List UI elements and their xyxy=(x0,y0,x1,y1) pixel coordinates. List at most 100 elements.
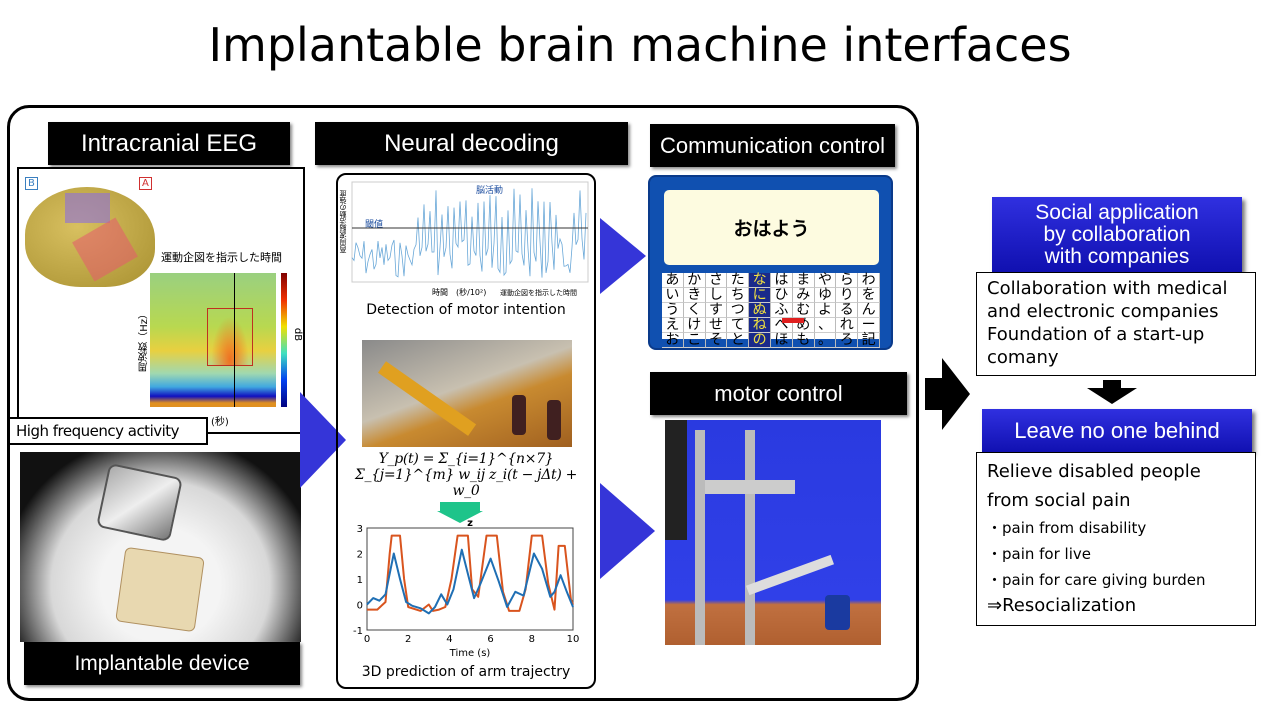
kana-key[interactable]: う xyxy=(662,303,684,318)
kana-key[interactable]: え xyxy=(662,318,684,333)
caption-motor-intention: Detection of motor intention xyxy=(366,302,566,318)
kana-key[interactable]: ま xyxy=(792,273,815,288)
kana-key[interactable]: 。 xyxy=(814,333,837,348)
kana-key[interactable]: の xyxy=(749,333,771,348)
kana-key[interactable]: ん xyxy=(858,303,880,318)
spectrogram xyxy=(150,273,276,407)
chart1-legend: 脳活動 xyxy=(476,186,504,196)
kana-key[interactable]: る xyxy=(836,303,859,318)
arrow-right-icon xyxy=(600,483,655,579)
kana-key[interactable]: ろ xyxy=(836,333,859,348)
kana-key[interactable]: み xyxy=(792,288,815,303)
cursor-arrow-icon xyxy=(782,318,804,323)
kana-key[interactable]: 記 xyxy=(858,333,880,348)
kana-key[interactable]: ひ xyxy=(770,288,793,303)
leave-no-one-behind-header: Leave no one behind xyxy=(982,409,1252,453)
lead-text: Relieve disabled people from social pain xyxy=(987,461,1201,511)
brain-image xyxy=(25,187,155,287)
kana-key[interactable]: む xyxy=(792,303,815,318)
kana-key[interactable]: さ xyxy=(705,273,728,288)
bullet-item: ・pain for live xyxy=(987,545,1091,563)
bullet-item: ・pain for care giving burden xyxy=(987,571,1206,589)
kana-key[interactable]: す xyxy=(705,303,728,318)
decoding-formula: Y_p(t) = Σ_{i=1}^{n×7} Σ_{j=1}^{m} w_ij … xyxy=(354,451,578,499)
y-tick-label: -1 xyxy=(353,626,363,637)
kana-key[interactable]: つ xyxy=(727,303,750,318)
x-axis-label: Time (s) xyxy=(449,648,491,659)
conclusion-text: ⇒Resocialization xyxy=(987,595,1137,616)
kana-key[interactable]: ね xyxy=(749,318,771,333)
chart1-ylabel: 高周波脳活動の強度 xyxy=(339,190,347,253)
intracranial-eeg-label: Intracranial EEG xyxy=(48,122,290,165)
kana-key[interactable]: い xyxy=(662,288,684,303)
kana-key[interactable]: を xyxy=(858,288,880,303)
x-tick-label: 10 xyxy=(567,634,580,645)
kana-key[interactable]: り xyxy=(836,288,859,303)
kana-key[interactable]: や xyxy=(814,273,837,288)
header-line: with companies xyxy=(1044,244,1190,268)
brain-label-a: A xyxy=(139,177,152,190)
robot-arm-simulation-image xyxy=(362,340,572,447)
neural-decoding-label: Neural decoding xyxy=(315,122,628,165)
kana-key[interactable]: た xyxy=(727,273,750,288)
kana-key[interactable]: ゆ xyxy=(814,288,837,303)
kana-key[interactable]: と xyxy=(727,333,750,348)
kana-key[interactable]: ち xyxy=(727,288,750,303)
kana-key[interactable]: く xyxy=(683,303,706,318)
chart1-threshold-label: 閾値 xyxy=(365,220,384,230)
kana-key[interactable]: わ xyxy=(858,273,880,288)
communication-panel: おはよう あかさたなはまやらわいきしちにひみゆりをうくすつぬふむよるんえけせてね… xyxy=(648,175,893,350)
brain-label-b: B xyxy=(25,177,38,190)
down-arrow-icon xyxy=(1087,388,1137,404)
kana-key[interactable]: れ xyxy=(836,318,859,333)
series-line-actual xyxy=(367,534,574,612)
series-line-predicted xyxy=(366,548,574,615)
kana-key[interactable]: ぬ xyxy=(749,303,771,318)
implantable-device-label: Implantable device xyxy=(24,642,300,685)
arrow-right-icon xyxy=(925,378,943,410)
colorbar-label: dB xyxy=(292,327,304,342)
colorbar xyxy=(281,273,287,407)
y-tick-label: 0 xyxy=(357,601,363,612)
kana-key[interactable]: よ xyxy=(814,303,837,318)
kana-key[interactable]: あ xyxy=(662,273,684,288)
kana-key[interactable]: き xyxy=(683,288,706,303)
y-tick-label: 3 xyxy=(357,524,363,535)
kana-key[interactable]: ー xyxy=(858,318,880,333)
kana-key[interactable]: こ xyxy=(683,333,706,348)
x-tick-label: 8 xyxy=(529,634,535,645)
header-line: Social application xyxy=(1035,200,1199,224)
arrow-right-icon xyxy=(600,218,646,294)
x-tick-label: 6 xyxy=(487,634,493,645)
down-arrow-icon xyxy=(1103,380,1121,388)
spectrogram-xlabel: (秒) xyxy=(211,417,229,428)
kana-key[interactable]: お xyxy=(662,333,684,348)
kana-key[interactable]: は xyxy=(770,273,793,288)
kana-key[interactable]: な xyxy=(749,273,771,288)
kana-key[interactable]: し xyxy=(705,288,728,303)
header-line: by collaboration xyxy=(1043,222,1191,246)
leave-no-one-behind-body: Relieve disabled people from social pain… xyxy=(976,452,1256,626)
kana-key[interactable]: か xyxy=(683,273,706,288)
chart1-annotation: 運動企図を指示した時間 xyxy=(500,289,577,297)
y-tick-label: 1 xyxy=(357,575,363,586)
chart1-xlabel: 時間 (秒/10²) xyxy=(432,288,487,297)
robot-arm-photo xyxy=(665,420,881,645)
kana-key[interactable]: せ xyxy=(705,318,728,333)
kana-key[interactable]: け xyxy=(683,318,706,333)
kana-key[interactable]: ふ xyxy=(770,303,793,318)
message-display: おはよう xyxy=(664,190,879,265)
spectrogram-title: 運動企図を指示した時間 xyxy=(161,251,282,264)
kana-keyboard[interactable]: あかさたなはまやらわいきしちにひみゆりをうくすつぬふむよるんえけせてねへめ、れー… xyxy=(662,273,880,348)
kana-key[interactable]: に xyxy=(749,288,771,303)
kana-key[interactable]: ら xyxy=(836,273,859,288)
kana-key[interactable]: も xyxy=(792,333,815,348)
kana-key[interactable]: て xyxy=(727,318,750,333)
kana-key[interactable]: ほ xyxy=(770,333,793,348)
slide-title: Implantable brain machine interfaces xyxy=(208,18,1072,72)
kana-key[interactable]: 、 xyxy=(814,318,837,333)
kana-key[interactable]: そ xyxy=(705,333,728,348)
chart1-signal xyxy=(351,188,587,278)
x-tick-label: 0 xyxy=(364,634,370,645)
